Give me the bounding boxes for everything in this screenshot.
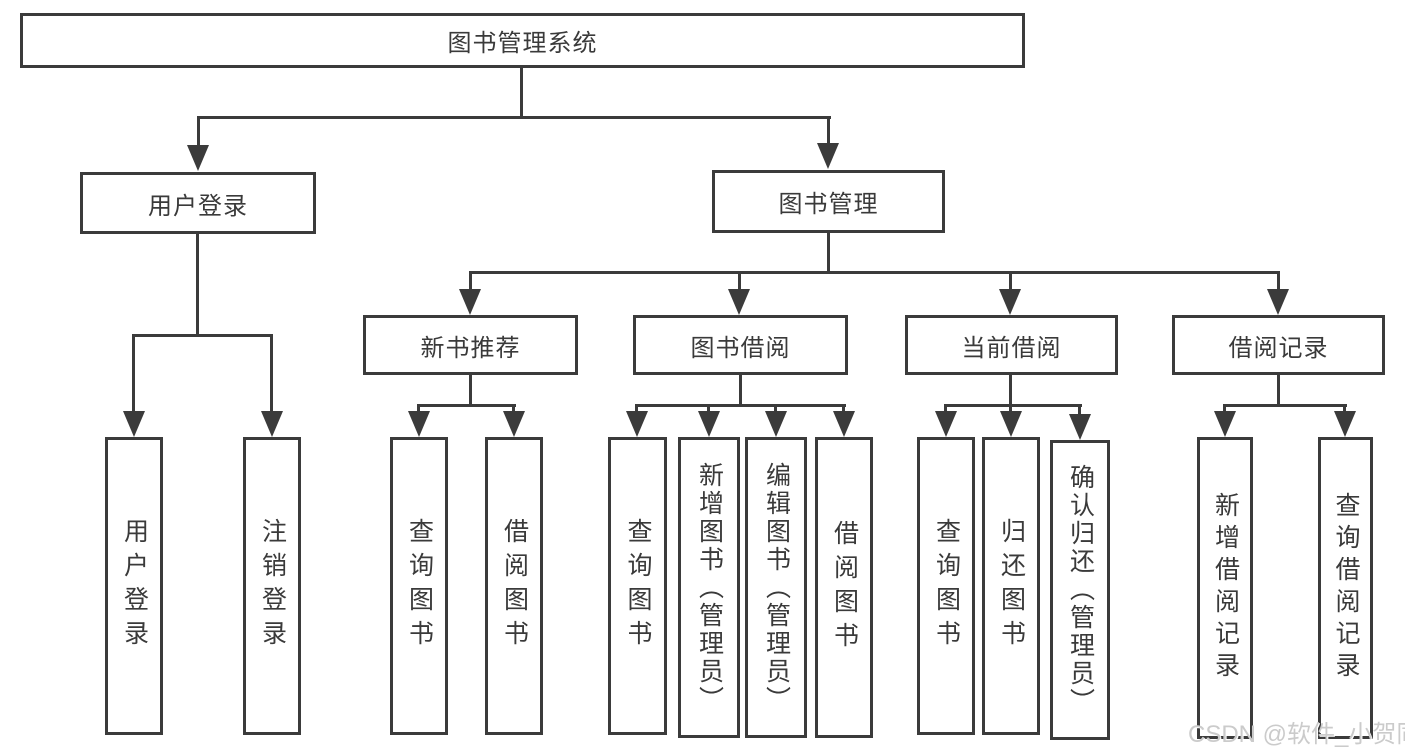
arrowhead-down-icon: [1334, 411, 1356, 437]
arrowhead-down-icon: [1214, 411, 1236, 437]
leaf-query-book-1: 查询图书: [390, 437, 448, 735]
arrowhead-down-icon: [935, 411, 957, 437]
arrowhead-down-icon: [765, 411, 787, 437]
connector-line: [739, 375, 742, 406]
leaf-add-book-admin: 新增图书（管理员）: [678, 437, 740, 738]
connector-line: [636, 404, 846, 407]
connector-line: [270, 334, 273, 414]
arrowhead-down-icon: [187, 145, 209, 171]
connector-line: [132, 334, 135, 414]
connector-line: [469, 375, 472, 406]
connector-line: [842, 404, 845, 416]
leaf-query-borrow-record-label: 查询借阅记录: [1332, 492, 1360, 684]
connector-line: [1343, 404, 1346, 416]
arrowhead-down-icon: [817, 143, 839, 169]
leaf-return-book: 归还图书: [982, 437, 1040, 735]
leaf-add-book-admin-label: 新增图书（管理员）: [695, 461, 724, 714]
leaf-confirm-return-admin: 确认归还（管理员）: [1050, 440, 1110, 740]
leaf-borrow-book-2-label: 借阅图书: [830, 519, 859, 656]
node-book-management: 图书管理: [712, 170, 945, 233]
connector-line: [469, 271, 472, 293]
node-borrow-record-label: 借阅记录: [1228, 334, 1329, 362]
connector-line: [133, 334, 273, 337]
arrowhead-down-icon: [728, 289, 750, 315]
connector-line: [827, 116, 830, 146]
node-new-book-recommend: 新书推荐: [363, 315, 578, 375]
leaf-borrow-book-1: 借阅图书: [485, 437, 543, 735]
connector-line: [738, 271, 741, 293]
connector-line: [197, 116, 831, 119]
leaf-add-borrow-record: 新增借阅记录: [1197, 437, 1253, 739]
connector-line: [1009, 404, 1012, 416]
connector-line: [1223, 404, 1226, 416]
leaf-logout: 注销登录: [243, 437, 301, 735]
connector-line: [197, 116, 200, 148]
leaf-edit-book-admin: 编辑图书（管理员）: [745, 437, 807, 738]
node-current-borrow: 当前借阅: [905, 315, 1118, 375]
leaf-confirm-return-admin-label: 确认归还（管理员）: [1066, 464, 1095, 716]
node-root: 图书管理系统: [20, 13, 1025, 68]
arrowhead-down-icon: [1267, 289, 1289, 315]
node-new-book-recommend-label: 新书推荐: [420, 334, 521, 362]
leaf-return-book-label: 归还图书: [997, 518, 1026, 654]
leaf-borrow-book-1-label: 借阅图书: [500, 518, 529, 654]
arrowhead-down-icon: [698, 411, 720, 437]
node-book-borrow-label: 图书借阅: [690, 334, 791, 362]
arrowhead-down-icon: [459, 289, 481, 315]
connector-line: [469, 271, 1280, 274]
connector-line: [707, 404, 710, 416]
node-borrow-record: 借阅记录: [1172, 315, 1385, 375]
leaf-user-login: 用户登录: [105, 437, 163, 735]
leaf-query-book-3-label: 查询图书: [932, 518, 961, 654]
node-book-management-label: 图书管理: [778, 191, 879, 218]
connector-line: [1009, 271, 1012, 293]
arrowhead-down-icon: [408, 411, 430, 437]
leaf-add-borrow-record-label: 新增借阅记录: [1211, 492, 1240, 684]
connector-line: [944, 404, 947, 416]
leaf-borrow-book-2: 借阅图书: [815, 437, 873, 738]
connector-line: [196, 232, 199, 336]
connector-line: [520, 66, 523, 118]
csdn-watermark: CSDN @软件_小贺同学: [1188, 721, 1405, 747]
node-current-borrow-label: 当前借阅: [961, 334, 1062, 362]
arrowhead-down-icon: [503, 411, 525, 437]
arrowhead-down-icon: [1000, 411, 1022, 437]
node-root-label: 图书管理系统: [447, 30, 598, 57]
connector-line: [945, 404, 1082, 407]
connector-line: [1009, 375, 1012, 406]
leaf-query-book-2: 查询图书: [608, 437, 667, 735]
node-user-login: 用户登录: [80, 172, 316, 234]
connector-line: [774, 404, 777, 416]
leaf-user-login-label: 用户登录: [120, 518, 149, 654]
arrowhead-down-icon: [833, 411, 855, 437]
leaf-query-book-1-label: 查询图书: [405, 518, 434, 654]
node-book-borrow: 图书借阅: [633, 315, 848, 375]
connector-line: [1277, 375, 1280, 406]
connector-line: [1078, 404, 1081, 419]
node-user-login-label: 用户登录: [148, 192, 248, 220]
connector-line: [417, 404, 420, 416]
connector-line: [1277, 271, 1280, 293]
arrowhead-down-icon: [1069, 414, 1091, 440]
arrowhead-down-icon: [123, 411, 145, 437]
leaf-logout-label: 注销登录: [258, 518, 287, 654]
leaf-edit-book-admin-label: 编辑图书（管理员）: [762, 461, 791, 714]
arrowhead-down-icon: [626, 411, 648, 437]
leaf-query-book-3: 查询图书: [917, 437, 975, 735]
connector-line: [635, 404, 638, 416]
connector-line: [418, 404, 516, 407]
leaf-query-borrow-record: 查询借阅记录: [1318, 437, 1373, 739]
arrowhead-down-icon: [261, 411, 283, 437]
leaf-query-book-2-label: 查询图书: [624, 518, 652, 654]
connector-line: [1223, 404, 1347, 407]
connector-line: [512, 404, 515, 416]
connector-line: [827, 232, 830, 274]
arrowhead-down-icon: [999, 289, 1021, 315]
